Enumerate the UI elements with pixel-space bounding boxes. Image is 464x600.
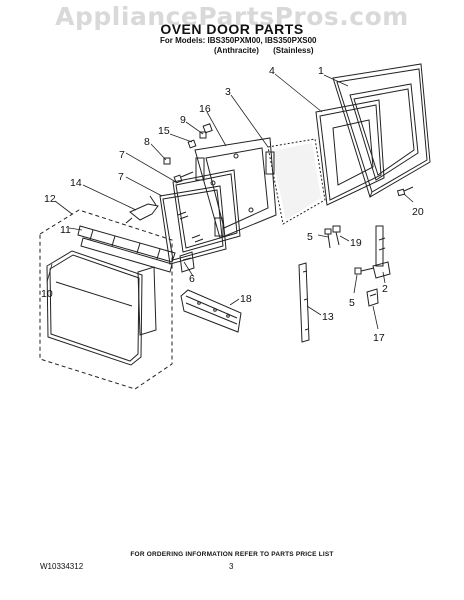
part-hinge-screws: [173, 123, 213, 184]
callout-4: 4: [269, 65, 275, 77]
model-note-stainless: (Stainless): [273, 46, 314, 55]
callout-18: 18: [240, 293, 252, 305]
part-hinge-rod: [298, 262, 310, 343]
part-outer-door-frame: [332, 63, 431, 198]
part-screw-20: [396, 186, 414, 197]
page-title: OVEN DOOR PARTS: [160, 21, 304, 37]
callout-14: 14: [70, 177, 82, 189]
part-screw-5: [324, 228, 375, 275]
part-side-bracket: [137, 251, 195, 336]
callout-6: 6: [189, 273, 195, 285]
model-note-anthracite: (Anthracite): [214, 46, 259, 55]
watermark-text: AppliancePartsPros.com: [55, 2, 409, 31]
document-number: W10334312: [40, 562, 84, 571]
callout-20: 20: [412, 206, 424, 218]
part-screw-9-8: [163, 131, 207, 165]
callout-numbers: 1 2 3 4 5 5 6 7 7 8 9 10 11 12 13 14 15 …: [41, 65, 424, 344]
callout-19: 19: [350, 237, 362, 249]
callout-16: 16: [199, 103, 211, 115]
part-hinge-screw-19: [332, 225, 341, 246]
callout-11: 11: [60, 224, 71, 236]
callout-9: 9: [180, 114, 186, 126]
part-glass-panels: [159, 169, 241, 265]
part-insulation-panel: [267, 138, 326, 225]
callout-15: 15: [158, 125, 170, 137]
callout-17: 17: [373, 332, 385, 344]
callout-5-lower: 5: [349, 297, 355, 309]
callout-8: 8: [144, 136, 150, 148]
model-notes: (Anthracite) (Stainless): [214, 46, 326, 55]
part-handle-bracket: [125, 195, 159, 224]
part-outer-door-assembly-outline: [39, 209, 173, 390]
part-outer-door-panel: [46, 250, 143, 366]
part-small-bracket: [366, 288, 379, 307]
callout-7-upper: 7: [119, 149, 125, 161]
callout-12: 12: [44, 193, 56, 205]
part-bottom-vent-trim: [180, 289, 242, 333]
ordering-info-footer: FOR ORDERING INFORMATION REFER TO PARTS …: [130, 551, 334, 558]
callout-5-upper: 5: [307, 231, 313, 243]
leader-lines: [46, 73, 414, 330]
callout-2: 2: [382, 283, 388, 295]
part-door-liner: [315, 99, 385, 206]
callout-3: 3: [225, 86, 231, 98]
models-line: For Models: IBS350PXM00, IBS350PXS00: [160, 36, 317, 45]
callout-10: 10: [41, 288, 53, 300]
callout-1: 1: [318, 65, 324, 77]
page-number: 3: [229, 562, 234, 571]
callout-7-lower: 7: [118, 171, 124, 183]
part-inner-door-bracket: [194, 137, 277, 239]
part-top-trim: [77, 225, 176, 273]
part-hinge-assembly: [372, 225, 391, 279]
callout-13: 13: [322, 311, 334, 323]
